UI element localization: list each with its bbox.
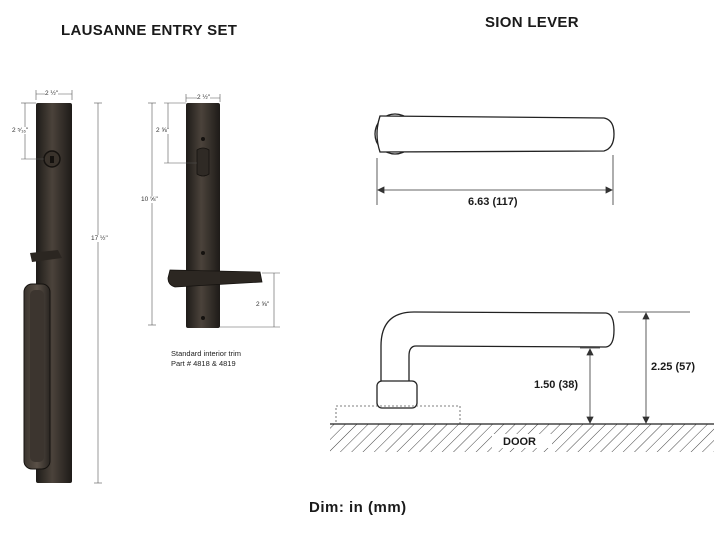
lever-side-outline	[380, 311, 615, 383]
caption-line-1: Standard interior trim	[171, 349, 242, 358]
entry-width-label: 2 ½"	[45, 90, 59, 97]
door-label: DOOR	[503, 436, 536, 448]
lever-length-label: 6.63 (117)	[468, 196, 518, 208]
lever-top-view	[374, 113, 615, 155]
caption-line-2: Part # 4818 & 4819	[171, 359, 236, 368]
interior-turn-offset-label: 2 ⅝"	[156, 127, 170, 134]
lever-side-view	[376, 311, 615, 409]
lever-title: SION LEVER	[485, 14, 579, 31]
interior-width-label: 2 ½"	[197, 94, 211, 101]
interior-height-label: 10 ⅝"	[141, 196, 158, 203]
side-rose	[376, 380, 418, 409]
interior-plate	[186, 103, 220, 328]
interior-lever	[167, 269, 263, 288]
door-cutout-outline	[335, 405, 461, 425]
units-note: Dim: in (mm)	[309, 499, 407, 516]
entry-set-dimensions	[21, 90, 102, 484]
interior-trim-caption: Standard interior trim Part # 4818 & 481…	[171, 349, 241, 369]
lever-top-outline	[376, 115, 615, 153]
lever-height-dimensions	[580, 311, 690, 424]
rose-height-label: 1.50 (38)	[534, 379, 579, 391]
interior-lever-offset-label: 2 ⅝"	[256, 301, 270, 308]
overall-projection-label: 2.25 (57)	[651, 361, 696, 373]
entry-height-label: 17 ½"	[91, 235, 108, 242]
thumb-piece	[30, 250, 62, 262]
entry-set-title: LAUSANNE ENTRY SET	[61, 22, 238, 39]
lever-length-dimension	[376, 155, 614, 205]
interior-trim-dimensions	[148, 94, 280, 328]
entry-set-drawing	[23, 103, 72, 483]
turn-piece-icon	[196, 147, 210, 177]
interior-trim-drawing	[167, 103, 263, 328]
entry-cylinder-offset-label: 2 ⁵⁄₁₆"	[12, 127, 29, 134]
